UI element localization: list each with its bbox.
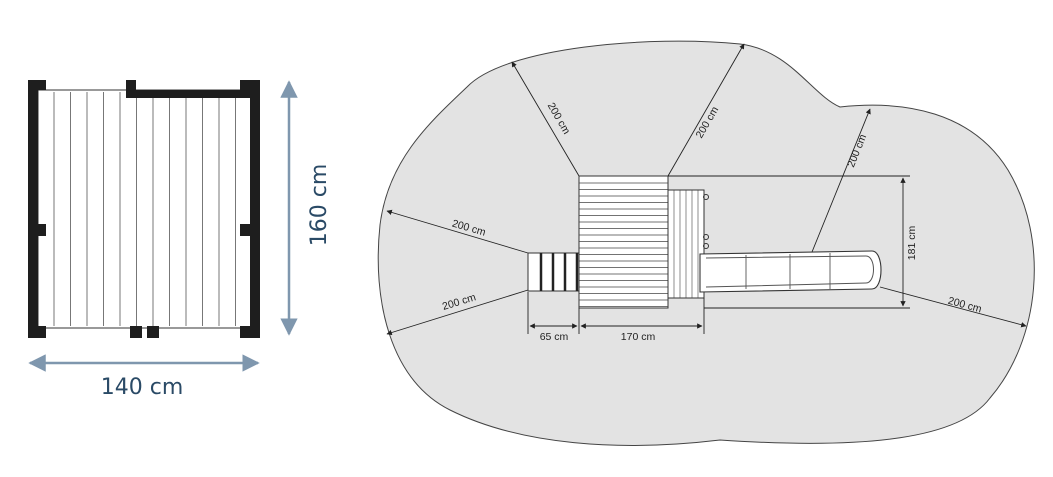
top-rail <box>126 90 254 98</box>
mid-post-left <box>28 224 46 236</box>
radius-line-left-lower <box>386 289 529 336</box>
depth-label: 181 cm <box>906 226 918 261</box>
height-dimension: 160 cm <box>280 80 332 336</box>
tower-deck <box>578 175 669 309</box>
deck-boards <box>53 92 236 326</box>
deck-area <box>37 89 252 329</box>
handle-mid-a <box>703 234 709 240</box>
playset-structure <box>527 175 882 309</box>
mid-post-right <box>240 224 260 236</box>
width-dimension: 140 cm <box>28 354 260 400</box>
corner-post-bottom-left <box>28 326 46 338</box>
top-center-post <box>126 80 136 98</box>
right-beam <box>250 80 260 338</box>
handle-mid-b <box>703 243 709 249</box>
radius-line-top-left <box>511 61 580 177</box>
platform-top-view <box>28 80 260 338</box>
height-label: 160 cm <box>307 164 332 247</box>
radius-lines <box>386 43 1027 336</box>
radius-line-slide <box>811 108 871 253</box>
left-beam <box>28 80 38 338</box>
radius-line-left-upper <box>386 209 529 254</box>
safety-zone: 200 cm 200 cm 200 cm 200 cm 200 cm 200 c… <box>377 40 1035 446</box>
radius-line-top-right <box>667 43 745 177</box>
ladder-depth-label: 65 cm <box>540 331 569 343</box>
tower-width-label: 170 cm <box>621 331 656 343</box>
slide <box>699 250 882 293</box>
bottom-post-a <box>130 326 142 338</box>
width-label: 140 cm <box>101 375 184 400</box>
bottom-post-b <box>147 326 159 338</box>
corner-post-bottom-right <box>240 326 260 338</box>
handle-top <box>703 194 709 200</box>
width-dimensions <box>527 292 705 334</box>
overall-depth-dimension <box>668 175 910 309</box>
